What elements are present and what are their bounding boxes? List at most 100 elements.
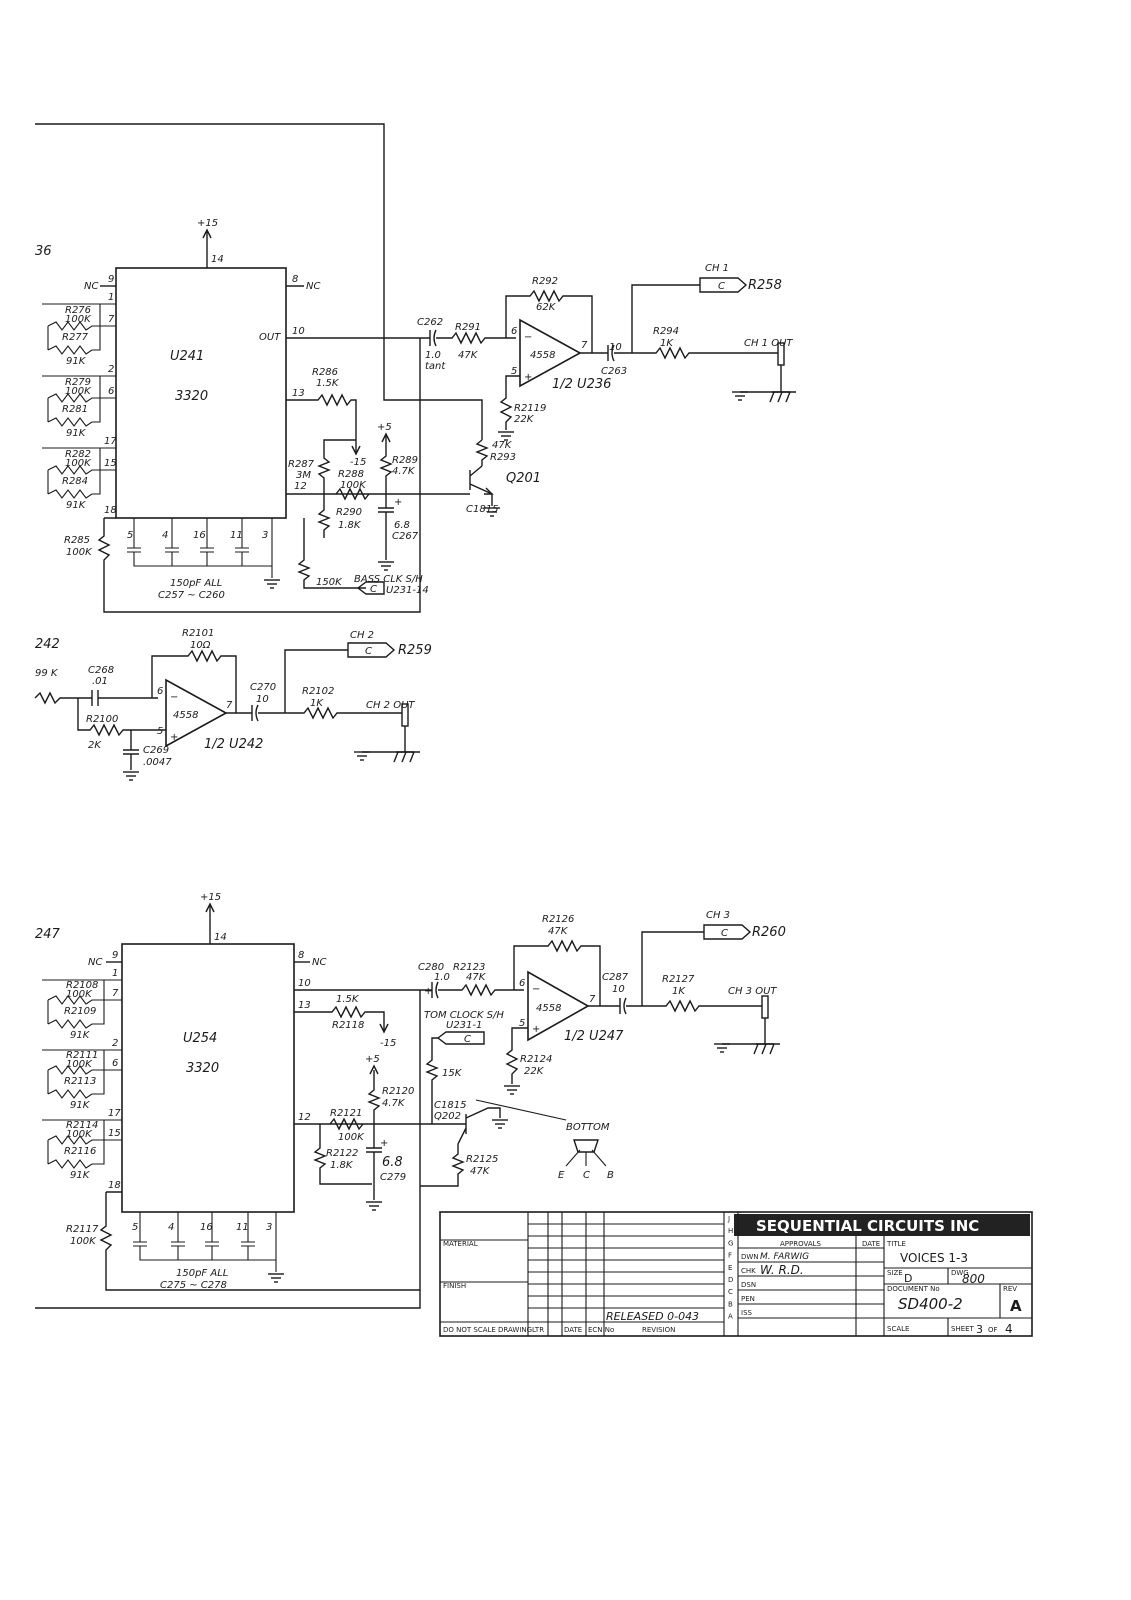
r284-val: 91K [66, 500, 87, 511]
bottom-b: B [607, 1170, 614, 1181]
ch3-label: CH 3 [706, 910, 730, 921]
ch1-dest: R258 [748, 278, 782, 293]
r276-ref: R276 [65, 305, 91, 316]
r288-ref: R288 [338, 469, 364, 480]
ch3-out-label: CH 3 OUT [728, 986, 777, 997]
v1-p1: 1 [108, 292, 114, 303]
bottom-e: E [558, 1170, 565, 1181]
bass-conn: C [370, 584, 377, 595]
r2108-ref: R2108 [66, 980, 98, 991]
c262-type: tant [425, 361, 446, 372]
ch2-dest: R259 [398, 643, 432, 658]
rev-letter: G [728, 1239, 733, 1247]
v1-supply: +15 [197, 218, 218, 229]
v1-input-network: R276 100K R277 91K R279 100K R281 91K R2… [42, 292, 117, 516]
q202-ref: Q202 [434, 1111, 461, 1122]
u241-ref: U241 [170, 349, 204, 364]
tb-ecn-col: ECN No [588, 1326, 614, 1334]
c287-ref: C287 [602, 972, 629, 983]
r2117-val: 100K [70, 1236, 97, 1247]
v1-p16: 16 [193, 530, 206, 541]
v1-p2: 2 [108, 364, 114, 375]
v3-p6: 6 [112, 1058, 118, 1069]
v2-left-ref: 242 [35, 637, 60, 652]
u241-chip [115, 267, 287, 519]
r290-ref: R290 [336, 507, 362, 518]
v3-p12: 12 [298, 1112, 311, 1123]
r2127-val: 1K [672, 986, 686, 997]
v1-r150k: 150K [316, 577, 343, 588]
r287-val: 3M [296, 470, 311, 481]
tb-chk: W. R.D. [760, 1263, 804, 1277]
v1-p5: 5 [127, 530, 133, 541]
tb-doc: SD400-2 [898, 1295, 963, 1313]
v3-p13: 13 [298, 1000, 311, 1011]
c269-val: .0047 [143, 757, 172, 768]
v3-pin10: 10 [298, 978, 311, 989]
ch1-conn: C [718, 281, 725, 292]
r2109-val: 91K [70, 1030, 91, 1041]
q201-transistor [469, 465, 493, 506]
u242-p7: 7 [226, 700, 233, 711]
v3-r15k: 15K [442, 1068, 463, 1079]
v1-p12: 12 [294, 481, 307, 492]
u254-chip [121, 943, 295, 1213]
r286-ref: R286 [312, 367, 338, 378]
tb-released: RELEASED 0-043 [606, 1310, 699, 1323]
tb-revision-hdr: REVISION [642, 1326, 675, 1334]
r2121-ref: R2121 [330, 1108, 362, 1119]
tom-clock-ref: U231-1 [446, 1020, 482, 1031]
v1-p3: 3 [262, 530, 268, 541]
v1-out-label: OUT [259, 332, 281, 343]
v3-p16: 16 [200, 1222, 213, 1233]
q201-part: C1815 [466, 504, 498, 515]
tb-of: OF [988, 1326, 998, 1334]
u242-ref: 1/2 U242 [204, 737, 263, 752]
rev-letter: B [728, 1300, 733, 1308]
rev-letter: A [728, 1313, 733, 1321]
c268-ref: C268 [88, 665, 114, 676]
tb-size-hdr: SIZE [887, 1269, 903, 1277]
r2125-ref: R2125 [466, 1154, 498, 1165]
tb-date-col: DATE [564, 1326, 582, 1334]
v3-neg15: -15 [380, 1038, 396, 1049]
tb-ltr-col: LTR [532, 1326, 544, 1334]
rev-letter: J [727, 1215, 730, 1223]
transistor-bottom-view: BOTTOM E C B [558, 1122, 614, 1181]
r2127-ref: R2127 [662, 974, 695, 985]
voice-2-section: 242 99 K C268 .01 R2100 2K C269 .0047 −+… [34, 628, 432, 781]
r2120-ref: R2120 [382, 1086, 414, 1097]
r2124-val: 22K [524, 1066, 545, 1077]
c287-val: 10 [612, 984, 625, 995]
c268-val: .01 [92, 676, 108, 687]
r2113-val: 91K [70, 1100, 91, 1111]
svg-text:+: + [394, 497, 402, 508]
u254-part: 3320 [186, 1061, 219, 1076]
tb-material: MATERIAL [443, 1240, 478, 1248]
v3-caps-val: 150pF ALL [176, 1268, 228, 1279]
v3-p15: 15 [108, 1128, 121, 1139]
tb-title: VOICES 1-3 [900, 1251, 968, 1265]
bottom-c: C [583, 1170, 590, 1181]
r2108-val: 100K [66, 989, 93, 1000]
v3-caps-refs: C275 ~ C278 [160, 1280, 227, 1291]
r2111-ref: R2111 [66, 1050, 98, 1061]
c270-val: 10 [256, 694, 269, 705]
tom-connector [436, 1031, 485, 1045]
v1-p6: 6 [108, 386, 114, 397]
r284-ref: R284 [62, 476, 88, 487]
v1-bottom-caps: 5 4 16 11 3 150pF ALL C257 ~ C260 [127, 518, 281, 601]
ch1-label: CH 1 [705, 263, 729, 274]
r2125-val: 47K [470, 1166, 491, 1177]
v1-caps-val: 150pF ALL [170, 578, 222, 589]
v1-p18: 18 [104, 505, 117, 516]
r2100-val: 2K [88, 740, 102, 751]
rev-letter: F [728, 1252, 732, 1260]
r285-ref: R285 [64, 535, 90, 546]
u236-ref: 1/2 U236 [552, 377, 611, 392]
v3-nc9: NC [88, 957, 102, 968]
r282-ref: R282 [65, 449, 91, 460]
r2118-val: 1.5K [336, 994, 360, 1005]
v3-nc8: NC [312, 957, 326, 968]
r2121-val: 100K [338, 1132, 365, 1143]
